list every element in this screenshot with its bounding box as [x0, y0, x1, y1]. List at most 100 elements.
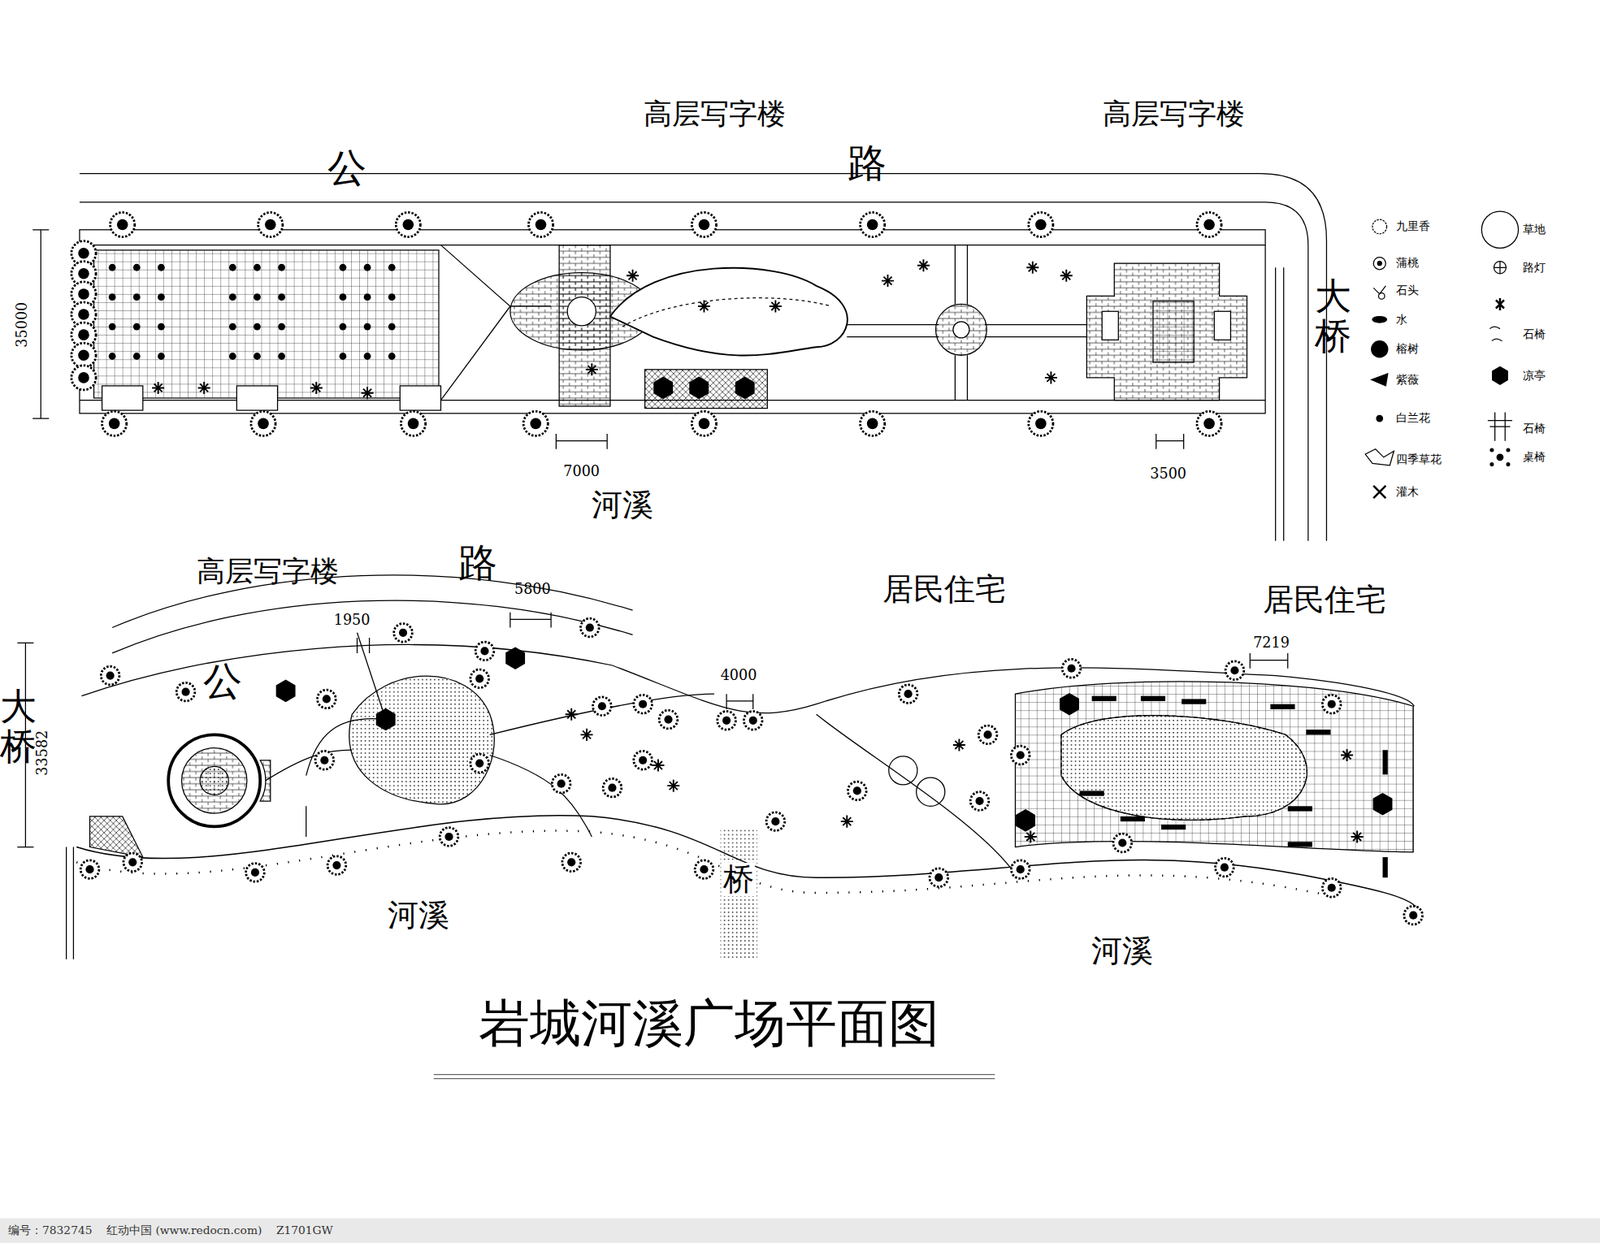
tree-core	[78, 372, 90, 384]
tree-symbol	[860, 411, 885, 436]
planting-dot	[388, 352, 396, 360]
tree-symbol	[1113, 833, 1132, 853]
tree-core	[1327, 700, 1336, 709]
tree-canopy	[562, 853, 582, 872]
tree-symbol	[439, 828, 459, 847]
tree-canopy	[251, 411, 276, 436]
planting-dot	[229, 352, 237, 360]
tree-canopy	[860, 411, 885, 436]
shrub-symbol	[1044, 371, 1058, 384]
tree-symbol	[1404, 906, 1423, 925]
tree-canopy	[1196, 411, 1222, 436]
shrub-symbol	[151, 381, 165, 395]
tree-symbol	[80, 860, 100, 880]
tree-core	[983, 730, 992, 739]
shrub-symbol	[1024, 830, 1037, 843]
tree-symbol	[970, 792, 989, 811]
tree-core	[444, 832, 453, 842]
tree-core	[607, 784, 616, 793]
shrub-symbol	[565, 708, 578, 721]
tree-core	[557, 780, 566, 789]
tree-symbol	[102, 411, 127, 436]
tree-symbol	[1196, 212, 1222, 237]
tree-core	[934, 873, 943, 882]
tree-core	[106, 671, 115, 680]
planting-dot	[133, 264, 141, 272]
shrub-symbol	[581, 728, 594, 742]
tree-canopy	[659, 710, 678, 729]
legend-text: 石椅	[1522, 422, 1546, 435]
tree-symbol	[593, 697, 612, 716]
plan-title: 岩城河溪广场平面图	[478, 995, 940, 1052]
tree-symbol	[581, 618, 600, 638]
tree-symbol	[258, 212, 283, 237]
tree-symbol	[898, 685, 918, 704]
planting-dot	[157, 352, 165, 360]
tree-core	[698, 219, 711, 231]
tree-symbol	[110, 212, 135, 237]
legend-text: 桌椅	[1522, 450, 1546, 464]
tree-symbol	[401, 411, 426, 436]
tree-symbol	[717, 711, 737, 731]
shrub-symbol	[361, 386, 374, 399]
tree-symbol	[523, 411, 548, 436]
legend-text: 白兰花	[1396, 411, 1431, 425]
tree-canopy	[1113, 833, 1132, 853]
tree-core	[322, 694, 331, 703]
dimension-label: 7219	[1253, 635, 1290, 651]
shrub-symbol	[953, 738, 966, 751]
tree-canopy	[1062, 659, 1081, 678]
tree-symbol	[470, 669, 490, 689]
legend-text: 草地	[1522, 223, 1546, 236]
site-label: 路	[458, 542, 498, 585]
site-label: 高层写字楼	[1102, 98, 1245, 131]
planting-dot	[108, 293, 117, 301]
tree-symbol	[475, 641, 495, 661]
site-label: 高层写字楼	[643, 98, 786, 131]
shrub-symbol	[651, 759, 664, 772]
tree-core	[475, 758, 484, 768]
shrub-symbol	[881, 274, 894, 287]
tree-canopy	[633, 750, 653, 770]
tree-symbol	[691, 411, 716, 436]
planting-dot	[277, 293, 286, 301]
tree-symbol	[470, 754, 490, 773]
site-label: 公	[327, 147, 367, 190]
tree-core	[78, 329, 90, 341]
legend-text: 灌木	[1396, 485, 1419, 499]
planting-dot	[253, 352, 261, 360]
tree-core	[128, 858, 137, 867]
tree-canopy	[1010, 745, 1030, 765]
tree-core	[771, 817, 780, 826]
tree-core	[332, 861, 341, 870]
site-label: 公	[203, 660, 243, 703]
tree-core	[867, 418, 879, 430]
planting-dot	[133, 293, 141, 301]
tree-canopy	[860, 212, 885, 237]
planting-dot	[388, 323, 396, 331]
planting-dot	[277, 352, 286, 360]
tree-core	[78, 268, 90, 280]
tree-core	[1203, 219, 1215, 231]
planting-dot	[388, 293, 396, 301]
bridge-label: 桥	[722, 862, 755, 897]
tree-symbol	[394, 624, 413, 643]
tree-canopy	[317, 689, 337, 709]
tree-symbol	[633, 750, 653, 770]
planting-dot	[229, 293, 237, 301]
tree-symbol	[123, 853, 143, 872]
tree-core	[699, 865, 708, 874]
tree-symbol	[602, 778, 622, 798]
tree-canopy	[258, 212, 283, 237]
tree-canopy	[1028, 411, 1054, 436]
dimension-label: 33582	[34, 730, 51, 777]
tree-canopy	[327, 856, 347, 876]
planting-dot	[339, 323, 347, 331]
shrub-symbol	[698, 299, 711, 313]
tree-symbol	[1322, 878, 1341, 898]
planting-dot	[388, 264, 396, 272]
planting-dot	[339, 352, 347, 360]
shrub-symbol	[198, 381, 211, 395]
tree-core	[78, 247, 90, 260]
